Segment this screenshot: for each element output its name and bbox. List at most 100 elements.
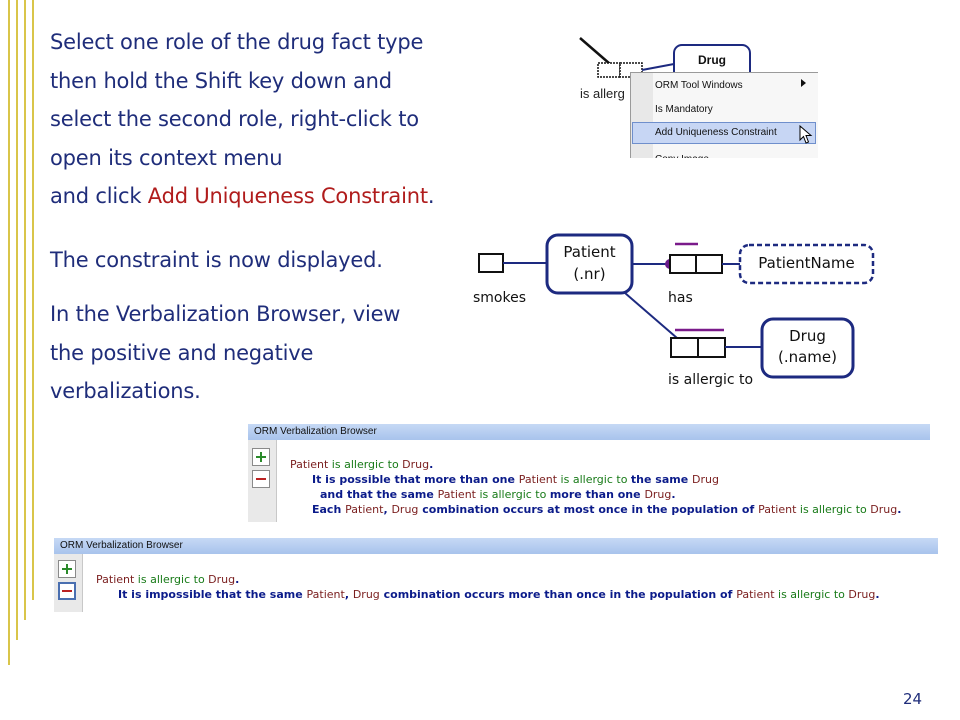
has-role-box-2[interactable] (695, 254, 723, 274)
patientname-value-type[interactable] (738, 243, 875, 285)
verbalization-line: It is possible that more than one Patien… (312, 472, 719, 487)
decor-rule-4 (32, 0, 34, 600)
verbalization-line: Patient is allergic to Drug. (96, 572, 239, 587)
verbalization-segment: Patient (518, 473, 558, 486)
instruction-suffix: . (427, 184, 435, 208)
verbalization-line: In the Verbalization Browser, view (50, 302, 401, 326)
menu-gutter (631, 73, 653, 158)
browser-title: ORM Verbalization Browser (54, 538, 938, 554)
patient-name: Patient (563, 243, 616, 261)
verbalization-segment: is allergic to (134, 573, 209, 586)
decor-rule-2 (16, 0, 18, 640)
reading-smokes: smokes (473, 290, 527, 306)
instruction-line: then hold the Shift key down and (50, 68, 392, 93)
patient-ref: (.nr) (573, 265, 606, 283)
mouse-cursor-icon (799, 125, 813, 144)
verbalization-line: verbalizations. (50, 379, 201, 403)
submenu-arrow-icon (801, 79, 806, 87)
verbalization-segment: Patient (345, 503, 384, 516)
plus-icon (256, 452, 266, 462)
context-menu: ORM Tool Windows Is Mandatory Add Unique… (630, 72, 818, 158)
positive-verbalization-button[interactable] (252, 448, 270, 466)
partial-reading: is allerg (580, 86, 625, 101)
context-menu-screenshot: Drug is allerg ORM Tool Windows Is Manda… (568, 36, 818, 158)
minus-icon (256, 478, 266, 480)
verbalization-segment: , (383, 503, 392, 516)
verbalization-line: Patient is allergic to Drug. (290, 457, 433, 472)
decor-rule-3 (24, 0, 26, 620)
instruction-line-final: and click Add Uniqueness Constraint. (50, 177, 510, 216)
verbalization-segment: combination occurs at most once in the p… (418, 503, 759, 516)
minus-icon (62, 590, 72, 592)
verbalization-line: Each Patient, Drug combination occurs at… (312, 502, 901, 517)
verbalization-segment: is allergic to (774, 588, 849, 601)
drug-ref: (.name) (777, 348, 837, 366)
verbalization-segment: Patient (758, 503, 797, 516)
reading-is-allergic-to: is allergic to (668, 372, 754, 388)
verbalization-segment: . (429, 458, 434, 471)
drug-entity-label: Drug (698, 53, 726, 67)
verbalization-segment: is allergic to (557, 473, 631, 486)
instruction-prefix: and click (50, 184, 148, 208)
positive-verbalization-button[interactable] (58, 560, 76, 578)
verbalization-segment: Drug (208, 573, 236, 586)
verbalization-line: It is impossible that the same Patient, … (118, 587, 880, 602)
patientname-label: PatientName (758, 254, 855, 272)
verbalization-segment: is allergic to (796, 503, 871, 516)
verbalization-browser-negative: ORM Verbalization Browser Patient is all… (54, 538, 938, 612)
verbalization-segment: Patient (290, 458, 329, 471)
verbalization-segment: combination occurs more than once in the… (379, 588, 737, 601)
verbalization-browser-positive: ORM Verbalization Browser Patient is all… (248, 424, 930, 522)
plus-icon (62, 564, 72, 574)
verbalization-segment: Patient (306, 588, 345, 601)
verbalization-segment: Patient (96, 573, 135, 586)
page-number: 24 (903, 690, 923, 708)
has-role-box-1[interactable] (669, 254, 697, 274)
drug-name: Drug (789, 327, 826, 345)
menu-item-orm-tool-windows[interactable]: ORM Tool Windows (655, 80, 743, 91)
verbalization-segment: , (344, 588, 353, 601)
verbalization-segment: Each (312, 503, 346, 516)
instruction-line: open its context menu (50, 145, 283, 170)
instruction-line: select the second role, right-click to (50, 107, 419, 131)
verbalization-segment: . (897, 503, 902, 516)
verbalization-segment: . (671, 488, 676, 501)
verbalization-segment: the same (630, 473, 693, 486)
reading-has: has (668, 290, 693, 306)
verbalization-segment: . (875, 588, 880, 601)
verbalization-segment: Drug (352, 588, 380, 601)
verbalization-segment: Drug (644, 488, 672, 501)
verbalization-segment: Drug (402, 458, 430, 471)
browser-title: ORM Verbalization Browser (248, 424, 930, 440)
verbalization-segment: It is impossible that the same (118, 588, 307, 601)
verbalization-segment: Drug (848, 588, 876, 601)
instruction-line: Select one role of the drug fact type (50, 30, 424, 54)
decor-rule-1 (8, 0, 10, 665)
menu-item-is-mandatory[interactable]: Is Mandatory (655, 104, 713, 115)
menu-item-add-uniqueness-constraint[interactable]: Add Uniqueness Constraint (655, 127, 777, 138)
constraint-note: The constraint is now displayed. (50, 248, 383, 272)
orm-diagram (478, 233, 875, 379)
verbalization-segment: Patient (736, 588, 775, 601)
negative-verbalization-button[interactable] (252, 470, 270, 488)
menu-highlight (632, 122, 816, 144)
smokes-role-box[interactable] (478, 253, 504, 273)
verbalization-segment: Drug (692, 473, 719, 486)
menu-item-copy-image[interactable]: Copy Image (655, 149, 709, 158)
verbalization-segment: and that the same (320, 488, 438, 501)
verbalization-segment: Drug (870, 503, 898, 516)
verbalization-segment: is allergic to (475, 488, 550, 501)
instruction-text: Select one role of the drug fact type th… (50, 23, 510, 216)
verbalization-segment: . (235, 573, 240, 586)
allergic-role-box-2[interactable] (697, 337, 726, 358)
allergic-role-box-1[interactable] (670, 337, 699, 358)
browser-toolbar (248, 440, 277, 522)
drug-entity-diagram[interactable] (760, 317, 855, 379)
verbalization-segment: is allergic to (328, 458, 403, 471)
negative-verbalization-button[interactable] (58, 582, 76, 600)
verbalization-segment: Patient (437, 488, 476, 501)
browser-toolbar (54, 554, 83, 612)
verbalization-line: the positive and negative (50, 340, 314, 365)
verbalization-segment: Drug (391, 503, 419, 516)
verbalization-instructions: In the Verbalization Browser, view the p… (50, 295, 470, 411)
